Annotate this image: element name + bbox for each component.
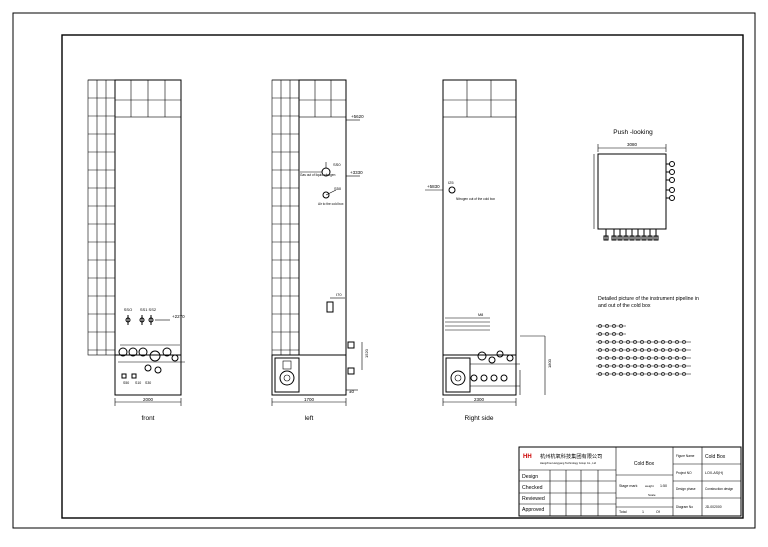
instrument-detail: Detailed picture of the instrument pipel… (596, 296, 700, 376)
left-nozzles: SS0 S50 Air to the cold box Gas out of l… (300, 162, 369, 375)
left-note-2: Gas out of liquid nitrogen (300, 173, 336, 177)
instrument-title: Detailed picture of the instrument pipel… (598, 296, 700, 309)
front-elevation: +2270 (172, 314, 185, 319)
scale-label: Scale (648, 493, 656, 497)
right-label-low: M8 (478, 313, 483, 317)
front-valves: S50 S10 S30 (118, 344, 185, 385)
total-label: Total (619, 510, 627, 514)
left-elev-mid: +3330 (350, 170, 363, 175)
right-instruments: M8 1800 (445, 313, 552, 395)
diagram-no-label: Diagram No (676, 505, 693, 509)
project-no-value: LOX-AS(H) (705, 471, 723, 475)
left-view: +5620 +3330 ±0 SS0 S50 Air to the cold b… (271, 79, 369, 422)
figure-name-value: Cold Box (705, 454, 726, 460)
top-width-dim: 3080 (627, 142, 638, 147)
left-label-low: I70 (336, 292, 342, 297)
left-label-mid-2: S50 (334, 186, 342, 191)
left-note-1: Air to the cold box (318, 202, 344, 206)
front-caption: front (141, 415, 154, 422)
left-width-dim: 1700 (304, 397, 315, 402)
right-view: +5830 I25 Nitrogen out of the cold box M… (425, 79, 552, 422)
row-design: Design (522, 474, 538, 480)
design-phase-value: Construction design (705, 487, 733, 491)
row-checked: Checked (522, 485, 543, 491)
company-en: Hangzhou Hangyang Technology Group Co., … (540, 461, 596, 465)
left-caption: left (305, 415, 314, 422)
row-approved: Approved (522, 507, 544, 513)
weight-label: weight (645, 484, 654, 488)
front-nozzles: SSO SS1 SS2 +2270 (124, 307, 185, 325)
company-logo: HH (523, 454, 532, 460)
right-caption: Right side (465, 415, 494, 422)
front-width-dim: 2000 (143, 397, 154, 402)
right-elev: +5830 (427, 184, 440, 189)
project-no-label: Project NO (676, 471, 692, 475)
top-view: Push -looking 3080 (593, 129, 675, 241)
left-elev-top: +5620 (351, 114, 364, 119)
right-note-1: Nitrogen out of the cold box (456, 197, 495, 201)
svg-text:S10: S10 (135, 381, 141, 385)
title-block: HH 杭州杭氧科技集团有限公司 Hangzhou Hangyang Techno… (518, 446, 742, 517)
left-label-mid-1: SS0 (333, 162, 341, 167)
front-label-1: SSO (124, 307, 132, 312)
svg-text:S50: S50 (123, 381, 129, 385)
inner-border (61, 34, 744, 519)
row-reviewed: Reviewed (522, 496, 545, 502)
figure-name-label: Figure Name (676, 454, 695, 458)
stage-mark: Stage mark (619, 484, 638, 488)
left-side-dim: 1520 (364, 348, 369, 358)
design-phase-label: Design phase (676, 487, 696, 491)
diagram-no-value: JD-002000 (705, 505, 722, 509)
company-cn: 杭州杭氧科技集团有限公司 (540, 452, 602, 460)
right-width-dim: 2300 (474, 397, 485, 402)
right-side-dim: 1800 (547, 358, 552, 368)
of-label: Of (656, 510, 660, 514)
drawing-name: Cold Box (634, 461, 655, 467)
right-label-1: I25 (448, 180, 454, 185)
left-elev-bottom: ±0 (349, 389, 354, 394)
front-label-2: SS1 SS2 (140, 307, 157, 312)
push-looking-caption: Push -looking (613, 129, 653, 136)
front-view: 2000 front SSO SS1 SS2 +2270 S50 S10 S30 (87, 79, 185, 422)
svg-text:S30: S30 (145, 381, 151, 385)
sheet-no: 1 (642, 510, 644, 514)
scale-value: 1:50 (660, 484, 667, 488)
outer-border (12, 12, 756, 529)
